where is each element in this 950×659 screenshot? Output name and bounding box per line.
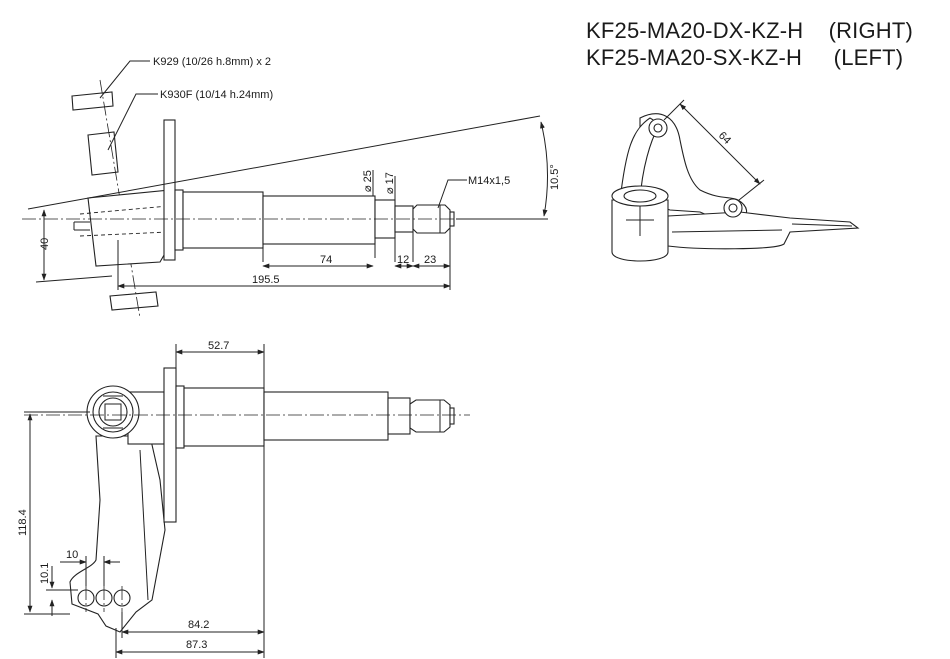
spindle-shaft-top [262,195,376,245]
dim-collar-length: 12 [397,254,409,266]
steering-arm-front [69,435,166,633]
isometric-view [611,99,860,262]
dim-angle: 10.5° [549,164,561,190]
dim-distance-84-2: 84.2 [188,619,209,631]
dim-distance-87-3: 87.3 [186,639,207,651]
dim-arm-length-64: 64 [716,130,733,147]
spindle-body-front [183,387,265,447]
dim-hole-spacing-10: 10 [66,549,78,561]
dim-height-40: 40 [39,238,51,250]
top-view [22,60,548,319]
label-k929: K929 (10/26 h.8mm) x 2 [153,56,271,68]
dim-shaft-length: 74 [320,254,332,266]
front-view [24,344,470,658]
dim-overall-length: 195.5 [252,274,280,286]
label-thread: M14x1,5 [468,175,510,187]
title-left-variant: KF25-MA20-SX-KZ-H (LEFT) [586,45,904,70]
bushing-k929-upper [71,91,114,111]
flange-plate-top [163,119,176,261]
dim-hole-height-10-1: 10.1 [39,563,51,584]
dim-tip-length: 23 [424,254,436,266]
spindle-body-top [182,191,264,249]
flange-plate-front [163,367,177,523]
dim-diameter-17: ⌀ 17 [384,172,396,194]
bushing-k930f [87,131,119,176]
spindle-shaft-front [263,391,389,441]
bushing-k929-lower [109,291,159,311]
dim-height-118-4: 118.4 [17,509,29,536]
dim-diameter-25: ⌀ 25 [362,170,374,192]
threaded-tip-front [409,399,451,433]
label-k930f: K930F (10/14 h.24mm) [160,89,273,101]
knuckle-body-top [87,189,175,267]
title-right-variant: KF25-MA20-DX-KZ-H (RIGHT) [586,18,914,43]
kingpin-housing-iso [611,185,669,262]
dim-offset-52-7: 52.7 [208,340,229,352]
